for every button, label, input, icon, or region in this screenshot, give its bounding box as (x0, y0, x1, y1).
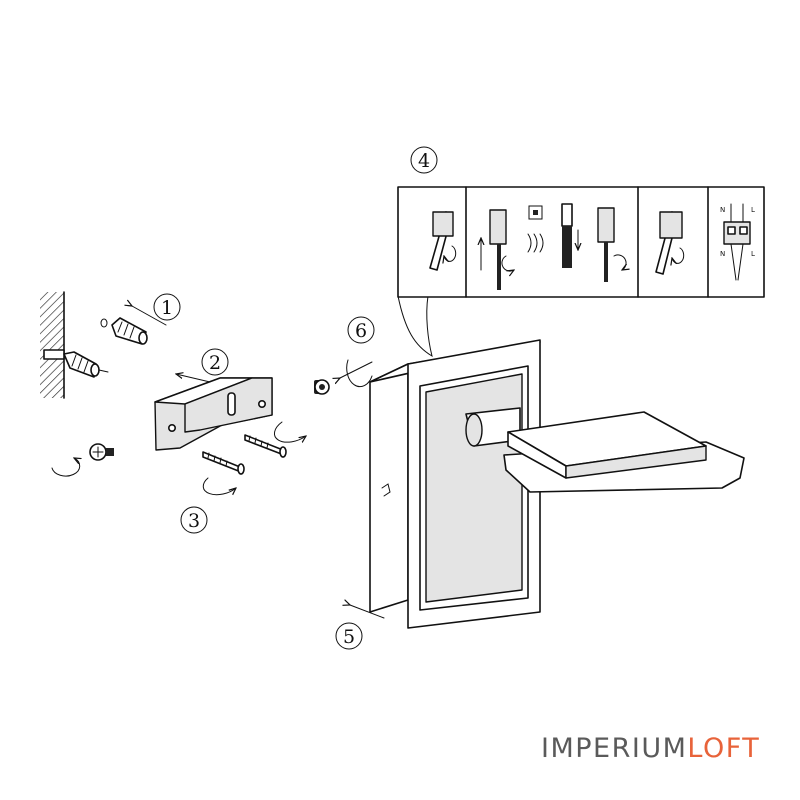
wall-plug-installed (63, 351, 109, 378)
bracket-screw-right (244, 421, 306, 458)
step-number-6: 6 (355, 320, 367, 342)
wall (40, 291, 65, 399)
screw-head-left (51, 443, 114, 477)
step-number-1: 1 (161, 297, 173, 319)
step-number-3: 3 (188, 510, 200, 532)
bracket-screw-left (202, 451, 245, 496)
step-number-4: 4 (418, 150, 430, 172)
terminal-label-l-top: L (751, 206, 755, 214)
wiring-leader (397, 295, 433, 358)
wiring-step-release-icon (655, 211, 685, 275)
step-number-5: 5 (343, 626, 355, 648)
wiring-panel: N L N L (397, 186, 765, 298)
cap-nut (314, 359, 373, 395)
step-callout-3: 3 (180, 506, 208, 534)
wiring-step-connector-icon (429, 211, 457, 271)
terminal-label-n-top: N (720, 206, 725, 214)
mounting-bracket (154, 374, 273, 451)
brand-watermark-part1: IMPERIUM (541, 733, 688, 764)
brand-watermark: IMPERIUMLOFT (541, 733, 760, 764)
lamp-fixture (350, 339, 745, 629)
step-number-2: 2 (209, 352, 221, 374)
wiring-step-insert-icon (481, 203, 626, 290)
step-callout-5: 5 (335, 622, 363, 650)
wall-plug-upper (100, 306, 167, 345)
terminal-label-l-bottom: L (751, 250, 755, 258)
step-callout-2: 2 (201, 348, 229, 376)
terminal-label-n-bottom: N (720, 250, 725, 258)
step-callout-6: 6 (347, 316, 375, 344)
terminal-block-icon: N L N L (720, 203, 755, 281)
step-callout-1: 1 (153, 293, 181, 321)
brand-watermark-part2: LOFT (687, 733, 761, 764)
step-callout-4: 4 (410, 146, 438, 174)
